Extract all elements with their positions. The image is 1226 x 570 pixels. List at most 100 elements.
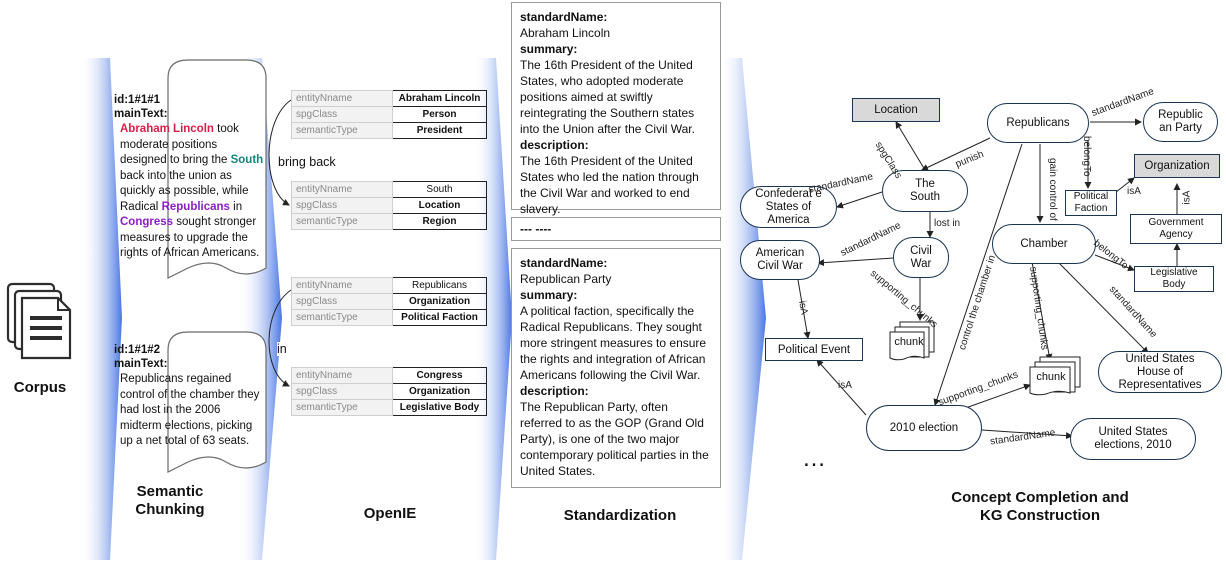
kg-node-chunk-1: chunk: [894, 336, 924, 348]
openie-relation-arrows: [268, 99, 292, 387]
edge-chamber-house: [1057, 261, 1149, 354]
relation-arrow-bring-back: [268, 99, 292, 206]
kg-node-2010-election: 2010 election: [866, 405, 982, 451]
chunk-scroll-2: [167, 331, 267, 473]
kg-node-civil-war: Civil War: [893, 237, 949, 278]
entity-abraham-lincoln: Abraham Lincoln: [120, 123, 214, 135]
key-spg-class: spgClass: [291, 383, 393, 400]
std-description: The Republican Party, often referred to …: [520, 400, 709, 478]
chunk-scroll-1: [167, 59, 267, 279]
std-name-label: standardName:: [520, 256, 608, 270]
entity-congress: Congress: [120, 216, 174, 228]
std-description: The 16th President of the United States …: [520, 154, 699, 216]
edge-label-belongto-1: belongTo: [1081, 136, 1092, 177]
key-entity-name: entityNname: [291, 181, 393, 198]
edge-civilwar-american: [817, 257, 894, 267]
edge-south-location: [895, 121, 926, 171]
edge-label-isa-election: isA: [838, 380, 852, 391]
value-semantic-type: Legislative Body: [392, 399, 487, 416]
kg-node-us-elections-2010: United States elections, 2010: [1070, 418, 1196, 460]
std-description-label: description:: [520, 384, 589, 398]
edge-label-lost-in: lost in: [934, 218, 961, 229]
std-name: Abraham Lincoln: [520, 26, 611, 40]
chunk-2: id:1#1#2 mainText: Republicans regained …: [114, 343, 264, 450]
chunk-1-text-c: in: [229, 200, 243, 213]
chunking-title-line-1: Semantic: [136, 483, 204, 500]
chunking-title-line-2: Chunking: [135, 501, 205, 518]
chunk-1-text-d: sought stronger measures to upgrade the …: [120, 216, 260, 259]
chunk-1: id:1#1#1 mainText: Abraham Lincoln took …: [114, 93, 264, 262]
chunk-scroll-shapes: [167, 59, 267, 473]
kg-title-line-1: Concept Completion and: [951, 489, 1129, 506]
kg-node-location: Location: [852, 98, 940, 122]
kg-node-republican-party: Republic an Party: [1143, 102, 1218, 142]
std-summary: A political faction, specifically the Ra…: [520, 304, 707, 382]
flow-arrow-4: [720, 58, 766, 560]
chunk-stack-1-icon: [889, 321, 935, 361]
key-entity-name: entityNname: [291, 90, 393, 107]
edge-election-political-event: [816, 359, 867, 416]
kg-node-republicans: Republicans: [987, 103, 1089, 143]
key-spg-class: spgClass: [291, 197, 393, 214]
std-summary-label: summary:: [520, 42, 578, 56]
chunk-1-text-b: back into the union as quickly as possib…: [120, 169, 249, 213]
edge-republicans-south-punish: [921, 137, 991, 171]
kg-ellipsis: …: [802, 445, 826, 472]
std-description-label: description:: [520, 138, 589, 152]
standardization-title: Standardization: [563, 507, 677, 524]
edge-label-isa-faction: isA: [1127, 186, 1141, 197]
edge-chamber-chunk: [1031, 261, 1053, 361]
key-semantic-type: semanticType: [291, 399, 393, 416]
std-name-label: standardName:: [520, 10, 608, 24]
kg-node-us-house: United States House of Representatives: [1098, 351, 1222, 393]
key-entity-name: entityNname: [291, 367, 393, 384]
chunk-stack-2-icon: [1029, 356, 1081, 396]
std-summary: The 16th President of the United States,…: [520, 58, 695, 136]
key-semantic-type: semanticType: [291, 213, 393, 230]
kg-node-legislative-body: Legislative Body: [1134, 266, 1214, 292]
chunk-1-id: id:1#1#1: [114, 94, 161, 106]
chunking-title: Semantic Chunking: [120, 483, 220, 519]
value-semantic-type: Region: [392, 213, 487, 230]
key-semantic-type: semanticType: [291, 309, 393, 326]
kg-node-confederate: Confederat e States of America: [740, 186, 837, 228]
entity-republicans: Republicans: [161, 200, 230, 213]
kg-node-political-faction: Political Faction: [1065, 190, 1117, 216]
kg-node-organization: Organization: [1134, 154, 1220, 178]
kg-title-line-2: KG Construction: [980, 507, 1100, 524]
entity-south: South: [230, 154, 264, 166]
relation-arrow-in: [268, 289, 292, 387]
edge-label-gain-control-of: gain control of: [1047, 158, 1058, 221]
edge-chamber-legislative: [1094, 254, 1135, 272]
standardization-box-republican-party: standardName: Republican Party summary: …: [511, 248, 721, 488]
chunk-1-body: Abraham Lincoln took moderate positions …: [114, 122, 264, 262]
kg-title: Concept Completion and KG Construction: [930, 489, 1150, 525]
relation-label-in: in: [277, 342, 287, 356]
edge-election-elections2010: [981, 429, 1073, 440]
relation-label-bring-back: bring back: [276, 155, 338, 169]
separator-text: --- ----: [520, 222, 552, 236]
key-semantic-type: semanticType: [291, 122, 393, 139]
chunk-2-body: Republicans regained control of the cham…: [120, 373, 260, 447]
edge-republicans-election: [933, 143, 1023, 406]
std-summary-label: summary:: [520, 288, 578, 302]
kg-node-american-civil-war: American Civil War: [740, 240, 820, 280]
value-semantic-type: Political Faction: [392, 309, 487, 326]
key-entity-name: entityNname: [291, 277, 393, 294]
kg-node-government-agency: Government Agency: [1130, 214, 1222, 244]
openie-title: OpenIE: [363, 505, 417, 522]
std-name: Republican Party: [520, 272, 612, 286]
edge-american-political-event: [797, 279, 811, 339]
corpus-documents-icon: [6, 282, 72, 360]
flow-arrow-1: [80, 58, 122, 560]
chunk-1-text-a: took moderate positions designed to brin…: [120, 123, 239, 166]
standardization-separator-box: --- ----: [511, 217, 721, 241]
edge-label-isa-war: isA: [796, 300, 810, 316]
edge-south-confederate: [836, 191, 883, 209]
edge-label-isa-agency: isA: [1181, 190, 1193, 205]
